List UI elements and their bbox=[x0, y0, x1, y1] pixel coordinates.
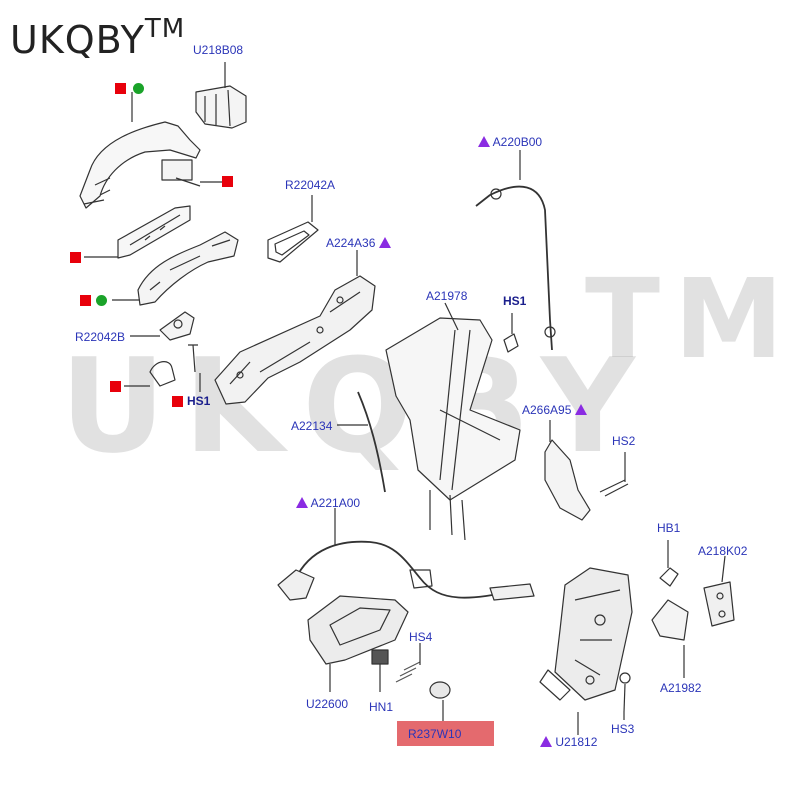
label-a224a36: A224A36 bbox=[326, 236, 391, 250]
label-r22042a: R22042A bbox=[285, 178, 336, 192]
part-outer-handle-upper bbox=[79, 92, 222, 209]
part-a22134 bbox=[337, 391, 386, 493]
label-a21982: A21982 bbox=[660, 681, 702, 695]
triangle-icon bbox=[478, 136, 490, 147]
label-u218b08: U218B08 bbox=[193, 43, 244, 57]
label-a266a95: A266A95 bbox=[522, 403, 587, 417]
label-hs4: HS4 bbox=[409, 630, 433, 644]
part-r22042b bbox=[130, 311, 195, 341]
part-hs4 bbox=[395, 643, 421, 683]
part-hb1 bbox=[659, 540, 679, 587]
red-square-marker bbox=[222, 176, 233, 187]
part-hs1-top bbox=[503, 313, 519, 353]
label-hs1-left: HS1 bbox=[187, 394, 211, 408]
label-hs3: HS3 bbox=[611, 722, 635, 736]
label-u21812: U21812 bbox=[540, 735, 597, 749]
highlighted-part-label: R237W10 bbox=[397, 721, 494, 746]
label-hb1: HB1 bbox=[657, 521, 681, 535]
triangle-icon bbox=[540, 736, 552, 747]
red-square-marker bbox=[70, 252, 81, 263]
label-a221a00: A221A00 bbox=[296, 496, 360, 510]
part-a220b00 bbox=[475, 150, 556, 351]
part-a21982 bbox=[651, 599, 689, 678]
part-a266a95 bbox=[544, 420, 591, 521]
green-circle-marker bbox=[96, 295, 107, 306]
part-outer-handle-middle bbox=[84, 205, 191, 259]
label-u22600: U22600 bbox=[306, 697, 349, 711]
green-circle-marker bbox=[133, 83, 144, 94]
watermark-tm: TM bbox=[585, 255, 798, 383]
triangle-icon bbox=[378, 237, 391, 248]
label-a22134: A22134 bbox=[291, 419, 333, 433]
part-a224a36 bbox=[214, 250, 376, 405]
red-square-marker bbox=[115, 83, 126, 94]
part-a221a00 bbox=[277, 508, 535, 601]
part-u218b08 bbox=[195, 62, 247, 129]
label-hs2: HS2 bbox=[612, 434, 636, 448]
triangle-icon bbox=[296, 497, 308, 508]
label-hs1-top: HS1 bbox=[503, 294, 527, 308]
brand-logo: UKQBYTM bbox=[10, 14, 186, 62]
part-hn1 bbox=[371, 649, 389, 692]
red-square-marker bbox=[110, 381, 121, 392]
label-r22042b: R22042B bbox=[75, 330, 126, 344]
part-clip-left bbox=[124, 361, 176, 387]
part-hs2 bbox=[599, 452, 629, 497]
red-square-marker bbox=[172, 396, 183, 407]
label-a218k02: A218K02 bbox=[698, 544, 748, 558]
part-hs3 bbox=[619, 672, 631, 720]
part-u21812 bbox=[539, 567, 633, 735]
part-hs1-left bbox=[188, 344, 201, 392]
triangle-icon bbox=[574, 404, 587, 415]
label-r237w10: R237W10 bbox=[408, 727, 462, 741]
watermark-text: UKQBY bbox=[60, 330, 653, 482]
part-outer-handle-lower bbox=[112, 231, 239, 306]
label-hn1: HN1 bbox=[369, 700, 394, 714]
part-a21978 bbox=[385, 302, 521, 541]
part-u22600 bbox=[307, 595, 409, 692]
part-r237w10 bbox=[429, 681, 451, 721]
label-a220b00: A220B00 bbox=[478, 135, 542, 149]
label-a21978: A21978 bbox=[426, 289, 468, 303]
part-a218k02 bbox=[703, 555, 735, 627]
red-square-marker bbox=[80, 295, 91, 306]
part-r22042a bbox=[267, 195, 319, 263]
